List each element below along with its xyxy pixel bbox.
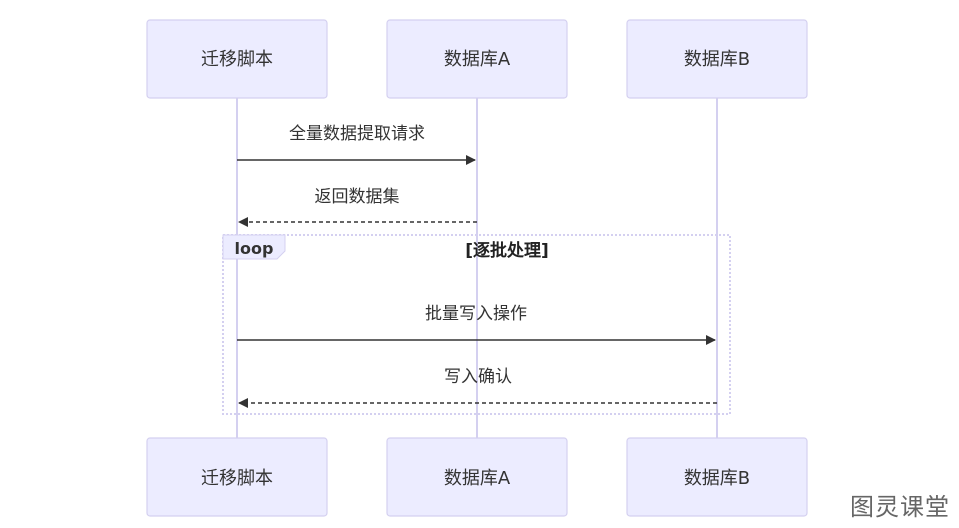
message-label-extract-request: 全量数据提取请求 — [289, 124, 425, 144]
actor-top-migration-script: 迁移脚本 — [146, 19, 328, 99]
actor-bottom-database-a: 数据库A — [386, 437, 568, 517]
loop-condition: [逐批处理] — [465, 240, 549, 261]
message-label-write-confirm: 写入确认 — [444, 367, 512, 387]
actor-label: 数据库B — [684, 468, 750, 489]
actor-bottom-database-b: 数据库B — [626, 437, 808, 517]
actor-top-database-a: 数据库A — [386, 19, 568, 99]
actor-label: 迁移脚本 — [201, 468, 273, 489]
actor-label: 数据库A — [444, 468, 511, 489]
actor-top-database-b: 数据库B — [626, 19, 808, 99]
message-label-return-dataset: 返回数据集 — [315, 187, 400, 207]
message-label-batch-write: 批量写入操作 — [425, 304, 527, 324]
actor-label: 数据库A — [444, 49, 511, 70]
loop-tag-label: loop — [235, 239, 274, 258]
actor-bottom-migration-script: 迁移脚本 — [146, 437, 328, 517]
loop-frame: loop [逐批处理] — [222, 234, 731, 415]
actor-label: 迁移脚本 — [201, 49, 273, 70]
actor-label: 数据库B — [684, 49, 750, 70]
watermark-text: 图灵课堂 — [850, 493, 950, 521]
